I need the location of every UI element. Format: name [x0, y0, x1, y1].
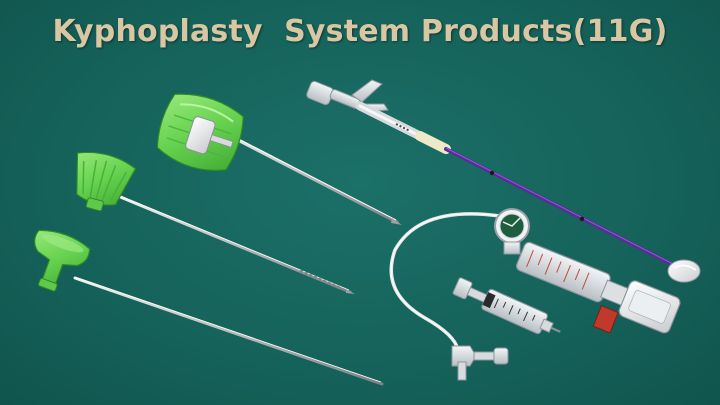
bone-access-needle-large-handle-icon [156, 93, 402, 225]
balloon-catheter-icon [306, 79, 701, 283]
bone-drill-fan-handle-icon [76, 151, 355, 294]
inflation-syringe-pressure-gauge-icon [389, 208, 681, 381]
small-syringe-icon [452, 277, 561, 335]
trocar-t-handle-icon [34, 229, 384, 386]
slide-title: Kyphoplasty System Products(11G) [52, 14, 668, 49]
